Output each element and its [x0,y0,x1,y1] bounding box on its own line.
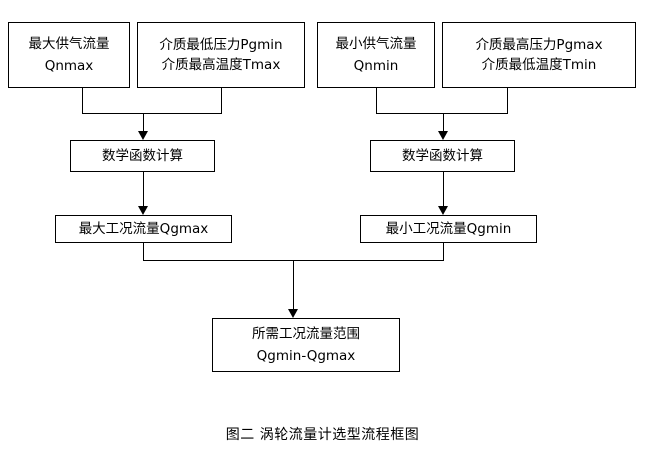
node-required-flow-range-line2: Qgmin-Qgmax [256,348,356,364]
connector-pgmin-down [221,88,222,113]
connector-right-merge-to-calc [443,113,444,131]
node-max-supply-flow-line1: 最大供气流量 [28,35,110,52]
node-max-pressure-min-temp-line1: 介质最高压力Pgmax [475,36,603,53]
node-math-function-left-label: 数学函数计算 [102,147,183,164]
connector-calc-left-to-qgmax [143,172,144,206]
connector-left-merge-to-calc [143,113,144,131]
node-max-working-flow: 最大工况流量Qgmax [55,215,232,243]
node-required-flow-range: 所需工况流量范围 Qgmin-Qgmax [212,318,400,372]
connector-left-merge-bar [82,113,222,114]
connector-pgmax-down [507,88,508,113]
node-max-supply-flow: 最大供气流量 Qnmax [8,22,130,88]
arrowhead-result [288,309,298,318]
node-min-pressure-max-temp-line2: 介质最高温度Tmax [161,57,281,73]
node-min-working-flow: 最小工况流量Qgmin [360,215,537,243]
connector-bottom-merge-to-result [293,260,294,309]
connector-qgmin-down [443,243,444,260]
node-max-supply-flow-line2: Qnmax [44,58,94,74]
node-math-function-left: 数学函数计算 [70,140,215,172]
connector-right-merge-bar [376,113,508,114]
connector-qgmax-down [143,243,144,260]
node-max-pressure-min-temp-line2: 介质最低温度Tmin [481,57,597,73]
node-min-supply-flow: 最小供气流量 Qnmin [317,22,435,88]
arrowhead-qgmax [138,206,148,215]
node-min-supply-flow-line1: 最小供气流量 [335,35,417,52]
figure-caption: 图二 涡轮流量计选型流程框图 [225,427,420,443]
node-min-pressure-max-temp-line1: 介质最低压力Pgmin [159,36,283,53]
node-max-working-flow-label: 最大工况流量Qgmax [78,220,209,237]
node-math-function-right: 数学函数计算 [370,140,515,172]
node-required-flow-range-line1: 所需工况流量范围 [252,325,360,342]
connector-qnmin-down [376,88,377,113]
connector-qnmax-down [82,88,83,113]
node-max-pressure-min-temp: 介质最高压力Pgmax 介质最低温度Tmin [442,22,636,88]
node-min-working-flow-label: 最小工况流量Qgmin [385,220,512,237]
arrowhead-left-calc [138,131,148,140]
node-math-function-right-label: 数学函数计算 [402,147,483,164]
arrowhead-qgmin [438,206,448,215]
arrowhead-right-calc [438,131,448,140]
connector-calc-right-to-qgmin [443,172,444,206]
node-min-supply-flow-line2: Qnmin [353,58,399,74]
node-min-pressure-max-temp: 介质最低压力Pgmin 介质最高温度Tmax [137,22,305,88]
